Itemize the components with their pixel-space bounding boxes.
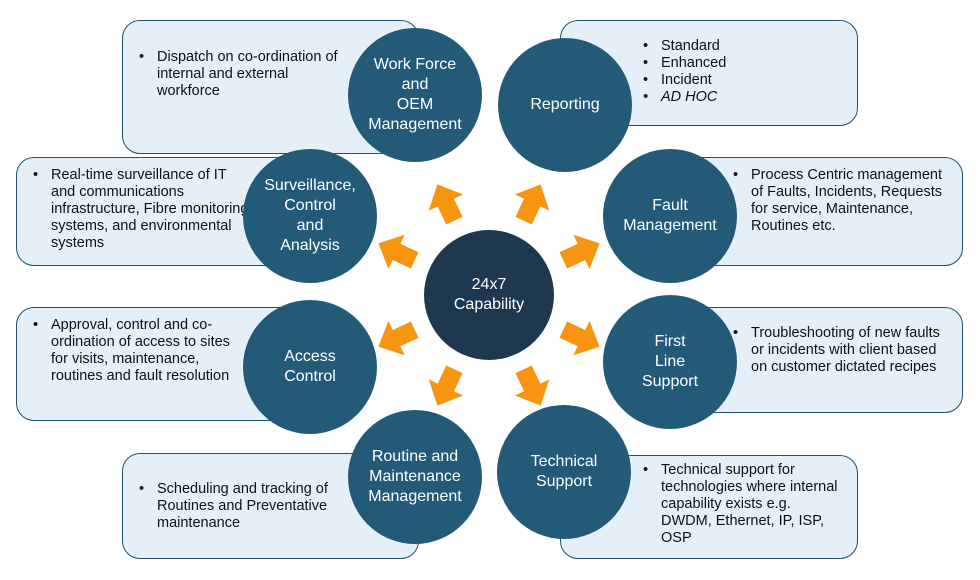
node-fault-management-label: Fault Management: [623, 197, 717, 234]
node-first-line-support-label: First Line Support: [641, 333, 699, 390]
fault-management-description-box: Process Centric management of Faults, In…: [668, 157, 963, 266]
node-work-force: Work Force and OEM Management: [348, 28, 482, 162]
node-reporting-label: Reporting: [530, 96, 600, 113]
node-technical-support: Technical Support: [497, 405, 631, 539]
access-control-bullet: Approval, control and co-ordination of a…: [29, 317, 244, 385]
node-fault-management: Fault Management: [603, 149, 737, 283]
arrow-to-work-force-icon: [428, 184, 464, 225]
reporting-bullet-standard: Standard: [639, 38, 839, 55]
arrow-to-routine-maintenance-icon: [428, 365, 464, 406]
first-line-support-bullet: Troubleshooting of new faults or inciden…: [729, 325, 954, 376]
node-surveillance-label: Surveillance, Control and Analysis: [264, 177, 356, 254]
routine-maintenance-bullet: Scheduling and tracking of Routines and …: [135, 481, 345, 532]
center-node-label: 24x7 Capability: [453, 276, 525, 313]
node-technical-support-label: Technical Support: [530, 453, 598, 490]
arrow-to-access-control-icon: [378, 320, 419, 356]
node-first-line-support: First Line Support: [603, 295, 737, 429]
node-surveillance: Surveillance, Control and Analysis: [243, 149, 377, 283]
surveillance-bullet: Real-time surveillance of IT and communi…: [29, 167, 254, 252]
node-access-control: Access Control: [243, 300, 377, 434]
node-routine-maintenance-label: Routine and Maintenance Management: [368, 448, 462, 505]
reporting-bullet-enhanced: Enhanced: [639, 55, 839, 72]
arrow-to-fault-management-icon: [559, 234, 600, 270]
reporting-bullet-ad-hoc: AD HOC: [639, 89, 839, 106]
node-access-control-label: Access Control: [284, 348, 336, 385]
technical-support-bullet: Technical support for technologies where…: [639, 462, 844, 547]
center-node: 24x7 Capability: [424, 230, 554, 360]
arrow-to-first-line-support-icon: [559, 320, 600, 356]
node-routine-maintenance: Routine and Maintenance Management: [348, 410, 482, 544]
arrow-to-surveillance-icon: [378, 234, 419, 270]
work-force-bullet: Dispatch on co-ordination of internal an…: [135, 49, 345, 100]
arrow-to-reporting-icon: [514, 184, 550, 225]
node-work-force-label: Work Force and OEM Management: [368, 56, 462, 133]
fault-management-bullet: Process Centric management of Faults, In…: [729, 167, 949, 235]
node-reporting: Reporting: [498, 38, 632, 172]
arrow-to-technical-support-icon: [514, 365, 550, 406]
reporting-bullet-incident: Incident: [639, 72, 839, 89]
